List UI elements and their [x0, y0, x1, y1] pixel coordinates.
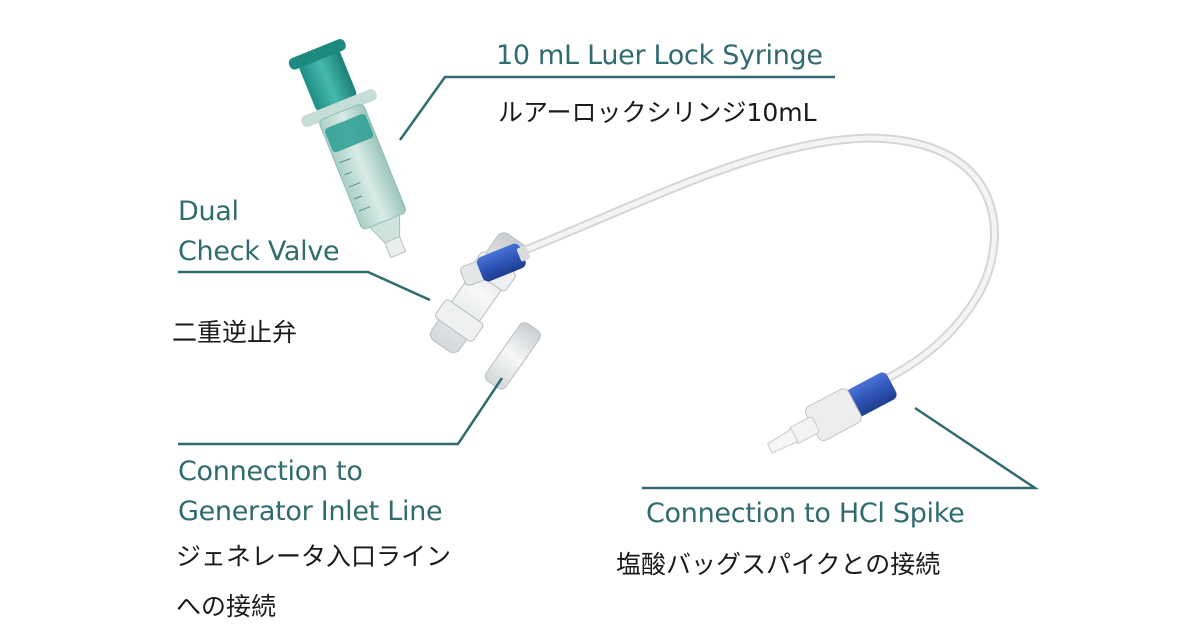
- generator-outlet: [484, 322, 541, 390]
- generator-label-ja-line2: への接続: [176, 592, 277, 621]
- generator-label-en-line1: Connection to: [178, 456, 363, 487]
- tubing: [515, 133, 999, 387]
- check-valve-label-en-line2: Check Valve: [178, 236, 340, 267]
- syringe-label-ja: ルアーロックシリンジ10mL: [498, 98, 817, 127]
- hcl-spike-connector: [766, 372, 897, 454]
- hcl-spike-label-ja: 塩酸バッグスパイクとの接続: [616, 550, 941, 579]
- syringe: [288, 39, 407, 259]
- generator-leader-line: [178, 377, 504, 446]
- syringe-leader-line: [398, 75, 835, 141]
- syringe-label-en: 10 mL Luer Lock Syringe: [496, 40, 823, 71]
- blue-cap-valve: [476, 243, 531, 282]
- check-valve-leader-line: [178, 270, 431, 302]
- generator-label-ja-line1: ジェネレータ入口ライン: [176, 542, 452, 571]
- hcl-spike-label-en: Connection to HCl Spike: [646, 498, 965, 529]
- check-valve-label-en-line1: Dual: [178, 196, 239, 227]
- check-valve-label-ja: 二重逆止弁: [172, 318, 298, 347]
- hcl-spike-leader-line: [642, 406, 1040, 490]
- generator-label-en-line2: Generator Inlet Line: [178, 496, 443, 527]
